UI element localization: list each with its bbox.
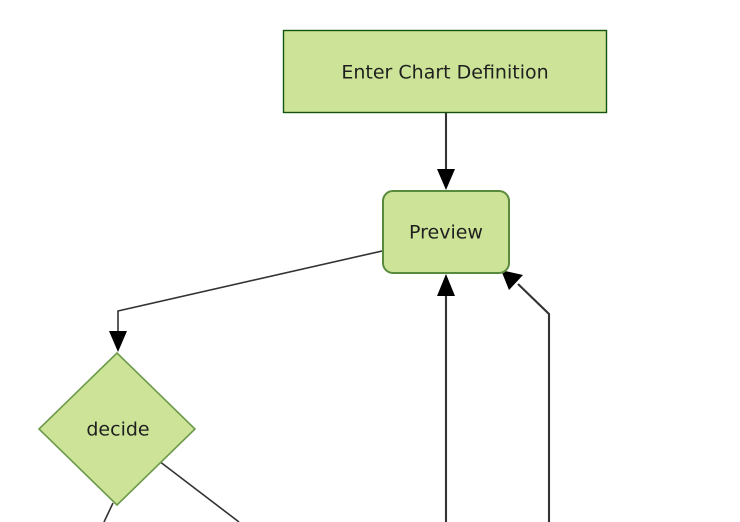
node-shape-diamond — [37, 351, 197, 507]
node-label-preview: Preview — [409, 222, 483, 244]
edge-preview-to-decide — [109, 250, 383, 352]
edge-line — [103, 502, 114, 522]
node-decide[interactable]: decide — [37, 351, 197, 507]
node-shape-rounded-rectangle — [382, 190, 510, 274]
node-preview[interactable]: Preview — [382, 190, 510, 274]
edge-line — [517, 283, 551, 522]
edge-bottom-center-to-preview — [437, 274, 455, 522]
edge-line — [158, 460, 240, 522]
node-enter-chart-definition[interactable]: Enter Chart Definition — [282, 29, 608, 114]
arrow-head-icon — [109, 331, 127, 352]
node-label-decide: decide — [86, 419, 149, 441]
arrow-head-icon — [501, 270, 523, 290]
node-shape-rectangle — [282, 29, 608, 114]
edge-decide-bottom-left — [103, 502, 114, 522]
edge-line — [117, 250, 383, 334]
node-label-enter-chart-definition: Enter Chart Definition — [341, 62, 548, 84]
edge-enter-to-preview — [437, 113, 455, 190]
arrow-head-icon — [437, 169, 455, 190]
arrow-head-icon — [437, 274, 455, 296]
edge-decide-bottom-right — [158, 460, 240, 522]
edge-bottom-right-to-preview — [501, 270, 551, 522]
